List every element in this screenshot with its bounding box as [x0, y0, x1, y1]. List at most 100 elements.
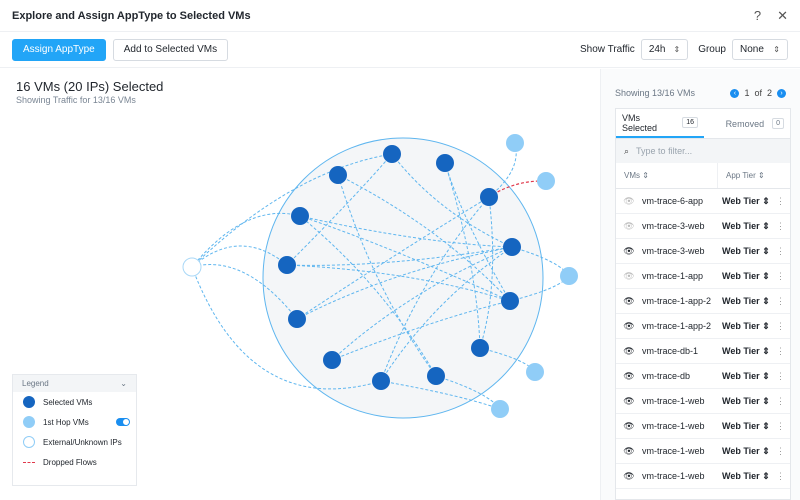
more-options-icon[interactable]: ⋮: [776, 220, 785, 231]
app-tier-select[interactable]: Web Tier ⇕: [722, 220, 770, 231]
dropped-line-icon: [23, 461, 35, 463]
flow-edge: [296, 246, 513, 320]
more-options-icon[interactable]: ⋮: [776, 320, 785, 331]
more-options-icon[interactable]: ⋮: [776, 345, 785, 356]
eye-icon[interactable]: 👁: [623, 395, 635, 406]
legend-label: Selected VMs: [43, 397, 93, 407]
app-tier-select[interactable]: Web Tier ⇕: [722, 245, 770, 256]
eye-slash-icon[interactable]: 👁: [623, 220, 635, 231]
selected-vm-node[interactable]: [278, 256, 296, 274]
eye-slash-icon[interactable]: 👁: [623, 270, 635, 281]
first-hop-vm-node[interactable]: [560, 267, 578, 285]
add-to-selected-button[interactable]: Add to Selected VMs: [112, 38, 229, 61]
selected-vm-node[interactable]: [288, 310, 306, 328]
app-tier-select[interactable]: Web Tier ⇕: [722, 420, 770, 431]
selected-vm-node[interactable]: [291, 207, 309, 225]
selected-vm-node[interactable]: [372, 372, 390, 390]
more-options-icon[interactable]: ⋮: [776, 195, 785, 206]
assign-apptype-button[interactable]: Assign AppType: [12, 38, 106, 61]
tier-value: Web Tier: [722, 420, 760, 431]
flow-edge: [286, 246, 513, 266]
app-tier-select[interactable]: Web Tier ⇕: [722, 345, 770, 356]
selected-vm-node[interactable]: [329, 166, 347, 184]
app-tier-select[interactable]: Web Tier ⇕: [722, 370, 770, 381]
selection-boundary: [262, 137, 544, 419]
more-options-icon[interactable]: ⋮: [776, 370, 785, 381]
legend-item: Selected VMs: [13, 392, 136, 412]
next-page-icon[interactable]: ›: [777, 88, 786, 98]
eye-icon[interactable]: 👁: [623, 445, 635, 456]
app-tier-select[interactable]: Web Tier ⇕: [722, 470, 770, 481]
selected-vm-node[interactable]: [501, 292, 519, 310]
app-tier-select[interactable]: Web Tier ⇕: [722, 295, 770, 306]
external-ip-node[interactable]: [182, 257, 202, 277]
flow-edge: [191, 264, 298, 320]
tier-value: Web Tier: [722, 270, 760, 281]
eye-icon[interactable]: 👁: [623, 420, 635, 431]
vm-name: vm-trace-6-app: [642, 196, 704, 206]
legend-item: 1st Hop VMs: [13, 412, 136, 432]
group-label: Group: [698, 44, 726, 55]
flow-edge: [435, 375, 501, 410]
selected-vm-node[interactable]: [323, 351, 341, 369]
more-options-icon[interactable]: ⋮: [776, 270, 785, 281]
first-hop-vm-node[interactable]: [491, 400, 509, 418]
eye-icon[interactable]: 👁: [623, 295, 635, 306]
more-options-icon[interactable]: ⋮: [776, 295, 785, 306]
flow-edge: [286, 264, 511, 302]
eye-icon[interactable]: 👁: [623, 470, 635, 481]
eye-icon[interactable]: 👁: [623, 245, 635, 256]
select-arrows-icon: ⇕: [673, 45, 681, 54]
more-options-icon[interactable]: ⋮: [776, 470, 785, 481]
tier-value: Web Tier: [722, 470, 760, 481]
filter-input[interactable]: ⌕Type to filter...: [616, 139, 790, 163]
help-icon[interactable]: ?: [753, 8, 762, 23]
prev-page-icon[interactable]: ‹: [730, 88, 740, 98]
selected-vm-node[interactable]: [436, 154, 454, 172]
tier-value: Web Tier: [722, 320, 760, 331]
group-select[interactable]: None⇕: [732, 39, 788, 60]
graph-area: 16 VMs (20 IPs) Selected Showing Traffic…: [0, 69, 600, 500]
legend-title: Legend: [22, 379, 49, 388]
title-bar: Explore and Assign AppType to Selected V…: [0, 0, 800, 32]
app-tier-select[interactable]: Web Tier ⇕: [722, 445, 770, 456]
more-options-icon[interactable]: ⋮: [776, 245, 785, 256]
selected-vm-node[interactable]: [480, 188, 498, 206]
more-options-icon[interactable]: ⋮: [776, 445, 785, 456]
flow-edge: [444, 162, 481, 349]
group-value: None: [740, 44, 764, 55]
legend-header[interactable]: Legend ⌄: [13, 375, 136, 392]
traffic-graph[interactable]: [0, 0, 600, 500]
traffic-select[interactable]: 24h⇕: [640, 39, 689, 60]
vm-name: vm-trace-1-app-2: [642, 321, 712, 331]
showing-count: Showing 13/16 VMs: [615, 88, 696, 98]
selected-vm-node[interactable]: [427, 367, 445, 385]
close-icon[interactable]: ✕: [777, 7, 788, 23]
first-hop-toggle[interactable]: [116, 418, 130, 426]
column-header-app-tier[interactable]: App Tier ⇕: [726, 171, 765, 180]
column-header-vms[interactable]: VMs ⇕: [616, 163, 718, 188]
app-tier-select[interactable]: Web Tier ⇕: [722, 320, 770, 331]
first-hop-vm-node[interactable]: [506, 134, 524, 152]
eye-icon[interactable]: 👁: [623, 370, 635, 381]
flow-edge: [299, 215, 437, 377]
eye-icon[interactable]: 👁: [623, 320, 635, 331]
selected-vm-node[interactable]: [503, 238, 521, 256]
app-tier-select[interactable]: Web Tier ⇕: [722, 395, 770, 406]
vm-name: vm-trace-1-web: [642, 471, 705, 481]
eye-slash-icon[interactable]: 👁: [623, 195, 635, 206]
more-options-icon[interactable]: ⋮: [776, 420, 785, 431]
selected-vm-node[interactable]: [383, 145, 401, 163]
app-tier-select[interactable]: Web Tier ⇕: [722, 195, 770, 206]
selected-vm-node[interactable]: [471, 339, 489, 357]
first-hop-vm-node[interactable]: [537, 172, 555, 190]
first-hop-vm-node[interactable]: [526, 363, 544, 381]
tier-value: Web Tier: [722, 370, 760, 381]
app-tier-select[interactable]: Web Tier ⇕: [722, 270, 770, 281]
chevron-down-icon: ⌄: [120, 379, 127, 388]
eye-icon[interactable]: 👁: [623, 345, 635, 356]
tier-value: Web Tier: [722, 395, 760, 406]
more-options-icon[interactable]: ⋮: [776, 395, 785, 406]
